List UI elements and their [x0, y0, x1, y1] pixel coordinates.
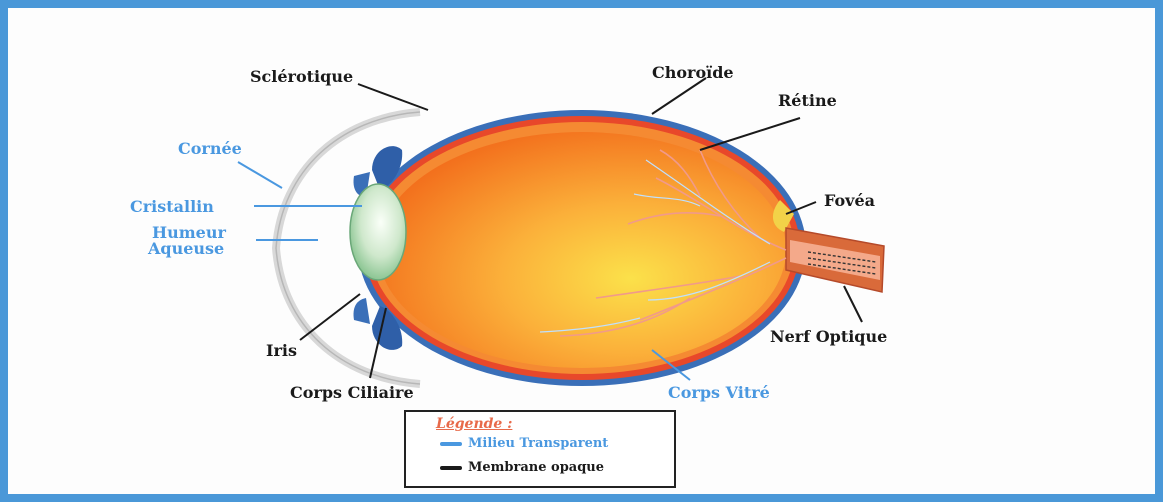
leader-retine: [700, 118, 800, 150]
label-iris: Iris: [266, 341, 297, 360]
label-cristallin: Cristallin: [130, 197, 214, 216]
lens: [350, 184, 406, 280]
label-retine: Rétine: [778, 91, 837, 110]
label-corps-ciliaire: Corps Ciliaire: [290, 383, 414, 402]
label-corps-vitre: Corps Vitré: [668, 383, 770, 402]
iris-bottom: [354, 298, 371, 324]
label-nerf-optique: Nerf Optique: [770, 327, 887, 346]
legend-title: Légende :: [436, 416, 512, 432]
leader-nerf-optique: [844, 286, 862, 322]
legend-label-opaque: Membrane opaque: [468, 460, 604, 475]
vitreous-body: [378, 132, 786, 368]
label-choroide: Choroïde: [652, 63, 734, 82]
leader-cornee: [238, 162, 282, 188]
leader-sclerotique: [358, 84, 428, 110]
legend: Légende : Milieu Transparent Membrane op…: [404, 410, 676, 488]
legend-item-transparent: Milieu Transparent: [440, 436, 608, 451]
legend-swatch-transparent: [440, 442, 462, 446]
legend-label-transparent: Milieu Transparent: [468, 436, 608, 451]
label-humeur-line2: Aqueuse: [147, 239, 224, 258]
label-sclerotique: Sclérotique: [250, 67, 353, 86]
leader-iris: [300, 294, 360, 340]
leader-choroide: [652, 78, 706, 114]
legend-swatch-opaque: [440, 466, 462, 470]
legend-item-opaque: Membrane opaque: [440, 460, 604, 475]
label-cornee: Cornée: [178, 139, 242, 158]
label-fovea: Fovéa: [824, 191, 875, 210]
